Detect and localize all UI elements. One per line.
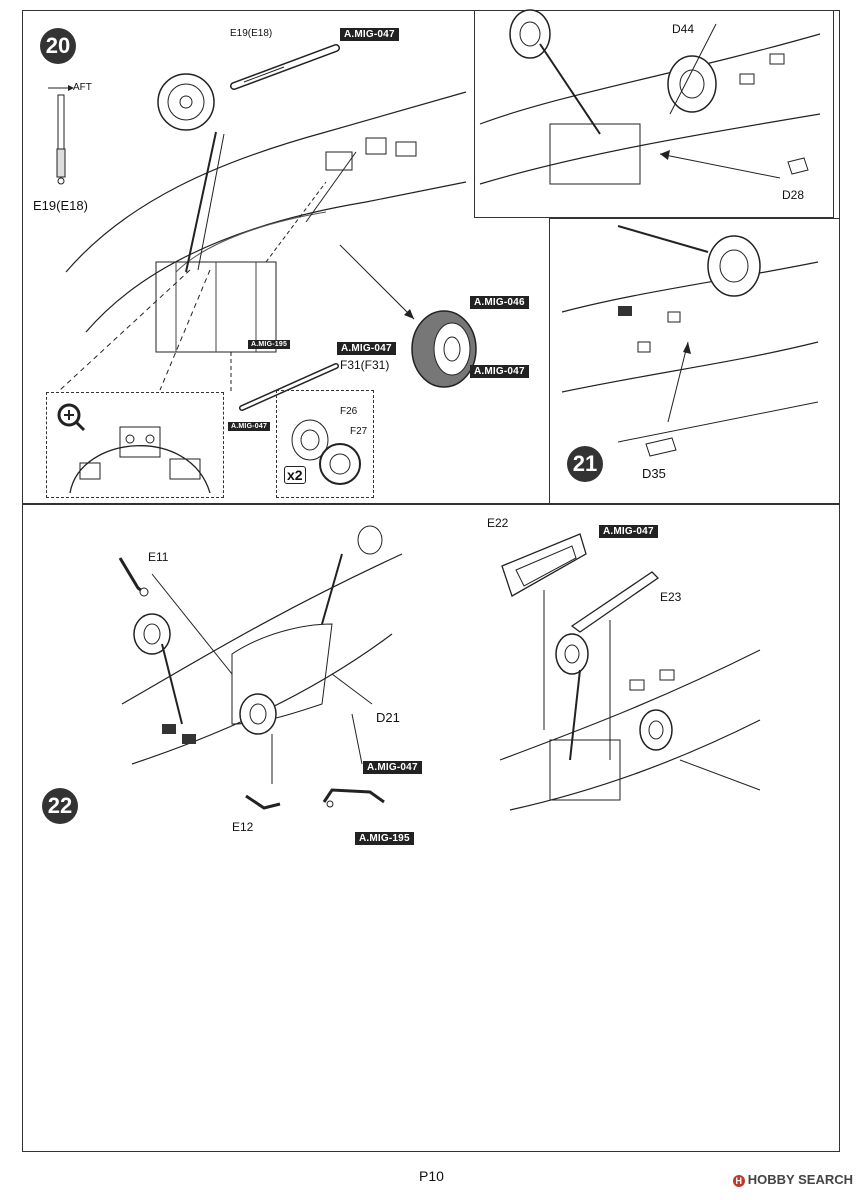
paint-mig046: A.MIG-046 [470, 296, 529, 309]
part-e11-label: E11 [148, 550, 169, 564]
part-f27-label: F27 [350, 426, 368, 437]
step-21-badge: 21 [567, 446, 603, 482]
paint-mig195-mid: A.MIG-195 [248, 340, 291, 349]
inset-gear-drawing [479, 9, 821, 185]
fuselage-step20-drawing [65, 73, 467, 392]
oleo-strut-drawing [56, 94, 66, 185]
part-d35-label: D35 [642, 466, 666, 481]
aft-arrow-icon [48, 85, 74, 91]
part-e23-label: E23 [660, 590, 682, 604]
paint-mig047-step22-right: A.MIG-047 [599, 525, 658, 538]
part-d21-label: D21 [376, 710, 400, 725]
decal-d35-icon [645, 437, 677, 457]
part-f26-label: F26 [340, 406, 358, 417]
part-d28-label: D28 [782, 188, 805, 202]
part-e11-drawing [118, 557, 149, 597]
part-e19-top-label: E19(E18) [230, 28, 273, 39]
multiplier-x2: x2 [284, 466, 306, 484]
door-e22-drawing [501, 533, 587, 597]
paint-mig047-mid: A.MIG-047 [337, 342, 396, 355]
part-e22-label: E22 [487, 516, 509, 530]
fuselage-step22-right-drawing [499, 590, 761, 811]
step-20-inset-frame [474, 10, 834, 218]
part-f31-label: F31(F31) [340, 358, 390, 372]
door-e23-drawing [570, 571, 660, 633]
link-part-drawing [322, 788, 385, 808]
zoom-inset-frame [46, 392, 224, 498]
wheel-halves-drawing [291, 419, 361, 485]
page-number: P10 [419, 1168, 444, 1184]
part-e12-drawing [245, 794, 281, 810]
paint-mig047-step22-left: A.MIG-047 [363, 761, 422, 774]
paint-mig047-top: A.MIG-047 [340, 28, 399, 41]
step-22-badge: 22 [42, 788, 78, 824]
part-d44-label: D44 [672, 22, 695, 36]
actuator-part-drawing [230, 44, 340, 90]
fuselage-step22-left-drawing [121, 525, 403, 784]
paint-mig047-low: A.MIG-047 [228, 422, 271, 431]
wheel-halves-inset-frame [276, 390, 374, 498]
hobby-search-logo-icon: H [732, 1174, 745, 1187]
rod-part-f31-drawing [239, 363, 339, 411]
aft-label: AFT [73, 82, 92, 93]
dashed-callout-lines [59, 269, 211, 391]
watermark-text: HOBBY SEARCH [747, 1172, 853, 1187]
step-20-badge: 20 [40, 28, 76, 64]
decal-d28-icon [787, 157, 809, 175]
part-e12-label: E12 [232, 820, 254, 834]
zoom-detail-drawing [69, 426, 211, 494]
fuselage-step21-drawing [561, 225, 819, 443]
main-wheel-drawing [339, 244, 477, 388]
step-22-frame [22, 504, 840, 1152]
paint-mig047-wheel: A.MIG-047 [470, 365, 529, 378]
paint-mig195-step22-left: A.MIG-195 [355, 832, 414, 845]
step-21-frame [549, 218, 840, 504]
magnify-plus-icon [57, 403, 86, 432]
part-e19-side-label: E19(E18) [33, 198, 88, 213]
